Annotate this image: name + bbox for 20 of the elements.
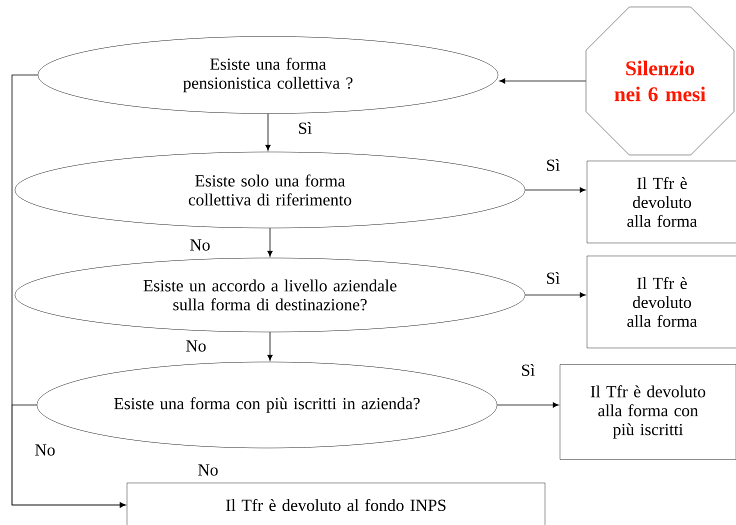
- arrow: [524, 292, 586, 298]
- edge-label: Sì: [544, 271, 562, 285]
- arrow: [499, 78, 586, 84]
- arrow: [12, 74, 126, 508]
- edge-label: Sì: [296, 121, 314, 135]
- edge-label: Sì: [520, 363, 536, 377]
- edge-label: No: [188, 238, 212, 252]
- result-box: Il Tfr è devoluto alla forma: [586, 256, 736, 348]
- edge-label: No: [184, 339, 208, 353]
- result-box: Il Tfr è devoluto alla forma con più iscritti: [560, 364, 736, 460]
- arrow: [265, 113, 271, 151]
- arrow: [267, 332, 273, 361]
- arrow: [524, 187, 586, 193]
- result-box: Il Tfr è devoluto al fondo INPS: [126, 482, 546, 525]
- edge-label: No: [196, 463, 220, 477]
- arrow: [496, 402, 559, 408]
- stop-octagon: Silenzio nei 6 mesi: [586, 6, 734, 156]
- edge-label: Sì: [544, 158, 562, 172]
- result-box: Il Tfr è devoluto alla forma: [586, 160, 736, 244]
- arrow: [267, 228, 273, 257]
